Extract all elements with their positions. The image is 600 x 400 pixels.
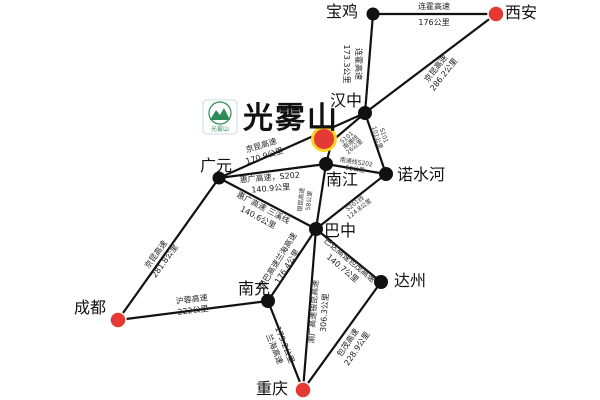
city-label-chongqing: 重庆 bbox=[256, 379, 288, 398]
road-label-nanjiang-bazhong-dist: 58公里 bbox=[305, 191, 314, 211]
road-label-nanjiang-bazhong-name: 银昆高速 bbox=[296, 187, 306, 212]
city-dot-guangyuan[interactable] bbox=[212, 171, 226, 185]
road-label-baoji-hanzhong-name: 连霍高速 bbox=[354, 48, 364, 80]
city-dot-baoji[interactable] bbox=[366, 7, 380, 21]
road-dazhou-chongqing bbox=[302, 281, 382, 391]
city-dot-xian[interactable] bbox=[487, 5, 505, 23]
city-label-dazhou: 达州 bbox=[394, 271, 426, 290]
city-markers bbox=[109, 5, 505, 399]
road-nanchong-chongqing bbox=[266, 300, 305, 391]
page-title: 光雾山 bbox=[243, 101, 339, 136]
city-label-hanzhong: 汉中 bbox=[330, 91, 362, 110]
road-guangyuan-nanjiang bbox=[218, 162, 327, 180]
city-dot-nanchong[interactable] bbox=[261, 294, 275, 308]
city-label-nanchong: 南充 bbox=[238, 279, 270, 298]
road-label-nanjiang-nuoshuihe-dist: 52公里 bbox=[345, 164, 365, 174]
brand: 光雾山 光雾山 bbox=[202, 99, 339, 136]
road-guangyuan-hanzhong bbox=[218, 111, 366, 180]
mountain-icon bbox=[210, 108, 230, 120]
road-label-baoji-hanzhong-dist: 173.3公里 bbox=[342, 45, 351, 84]
road-baoji-hanzhong bbox=[363, 13, 375, 114]
city-dot-nuoshuihe[interactable] bbox=[379, 167, 393, 181]
logo: 光雾山 bbox=[202, 99, 238, 135]
city-labels: 宝鸡 西安 汉中 广元 南江 诺水河 巴中 成都 南充 达州 重庆 bbox=[74, 2, 537, 398]
city-dot-chongqing[interactable] bbox=[294, 381, 312, 399]
road-label-bazhong-chongqing-name: 渝广高速银昆高速 bbox=[306, 280, 320, 345]
road-nanchong-bazhong bbox=[267, 228, 317, 302]
city-label-chengdu: 成都 bbox=[74, 298, 106, 317]
road-network bbox=[117, 12, 497, 391]
city-label-guangyuan: 广元 bbox=[200, 156, 232, 175]
road-hanzhong-nuoshuihe bbox=[363, 112, 388, 175]
city-label-nuoshuihe: 诺水河 bbox=[397, 165, 445, 184]
road-label-guangyuan-nanjiang-dist: 140.9公里 bbox=[251, 182, 291, 194]
road-guangyuan-bazhong bbox=[218, 177, 317, 230]
road-chengdu-guangyuan bbox=[117, 177, 220, 321]
road-label-chengdu-nanchong-dist: 222公里 bbox=[177, 304, 209, 317]
road-chengdu-nanchong bbox=[117, 299, 269, 322]
city-label-bazhong: 巴中 bbox=[324, 221, 356, 240]
road-label-baoji-xian-name: 连霍高速 bbox=[418, 1, 450, 11]
road-label-dest-hanzhong-name: S101 bbox=[378, 127, 389, 144]
road-nanjiang-nuoshuihe bbox=[325, 162, 387, 176]
logo-text: 光雾山 bbox=[211, 125, 229, 133]
city-dot-bazhong[interactable] bbox=[309, 222, 323, 236]
road-bazhong-chongqing bbox=[301, 228, 318, 391]
road-nuoshuihe-bazhong bbox=[315, 173, 387, 230]
road-bazhong-dazhou bbox=[315, 228, 382, 283]
road-labels: 连霍高速 176公里 连霍高速 173.3公里 京昆高速 286.2公里 京昆高… bbox=[142, 1, 459, 367]
city-dot-hanzhong[interactable] bbox=[358, 106, 372, 120]
city-label-baoji: 宝鸡 bbox=[326, 2, 358, 21]
road-nanjiang-bazhong bbox=[314, 163, 328, 230]
road-hanzhong-destination bbox=[331, 112, 366, 142]
city-label-nanjiang: 南江 bbox=[326, 170, 358, 189]
road-xian-hanzhong bbox=[364, 13, 497, 114]
city-dot-chengdu[interactable] bbox=[109, 311, 127, 329]
city-dot-nanjiang[interactable] bbox=[319, 157, 333, 171]
road-label-bazhong-chongqing-dist: 306.3公里 bbox=[319, 293, 331, 332]
road-label-baoji-xian-dist: 176公里 bbox=[418, 18, 449, 27]
destination-marker[interactable] bbox=[314, 129, 334, 149]
city-label-xian: 西安 bbox=[505, 3, 537, 22]
city-dot-dazhou[interactable] bbox=[374, 275, 388, 289]
road-label-chengdu-nanchong-name: 沪蓉高速 bbox=[175, 292, 208, 306]
